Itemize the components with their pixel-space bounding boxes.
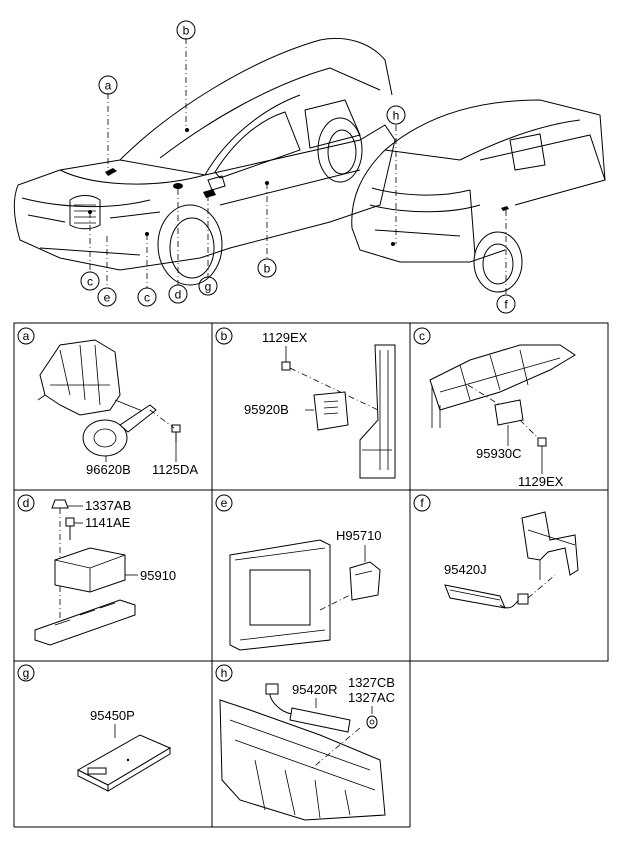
part-1141AE: 1141AE	[85, 515, 131, 530]
panel-b-letter: b	[221, 329, 228, 343]
callout-d-label: d	[175, 288, 182, 302]
callout-f-label: f	[504, 298, 508, 312]
callout-b-bottom: b	[257, 258, 277, 278]
part-95450P: 95450P	[90, 708, 135, 723]
panel-c-letter: c	[419, 329, 425, 343]
panel-e: e H95710	[215, 494, 382, 651]
hatchback-illustration	[351, 99, 606, 293]
panel-a: a 96620B 1125DA	[17, 327, 198, 477]
panel-b: b 1129EX 95920B	[215, 327, 396, 479]
callout-g-label: g	[205, 280, 212, 294]
callout-b-top: b	[176, 20, 196, 40]
panel-c: c 95930C 1129EX	[413, 327, 576, 489]
part-1125DA: 1125DA	[152, 462, 198, 477]
part-1129EX-c: 1129EX	[518, 474, 564, 489]
panel-a-letter: a	[23, 329, 30, 343]
panel-h: h 95420R 1327CB 1327AC	[215, 664, 395, 821]
panel-f: f 95420J	[413, 494, 579, 609]
callout-e: e	[97, 287, 117, 307]
callout-a-label: a	[105, 79, 112, 93]
part-95920B: 95920B	[244, 402, 289, 417]
callout-b-bottom-label: b	[264, 262, 271, 276]
part-1327AC: 1327AC	[348, 690, 395, 705]
callout-e-label: e	[104, 291, 111, 305]
callout-h: h	[386, 105, 406, 125]
panel-d: d 1337AB 1141AE 95910	[17, 494, 176, 646]
callout-c-right: c	[137, 287, 157, 307]
callout-d: d	[168, 284, 188, 304]
panel-h-letter: h	[221, 666, 228, 680]
panel-e-letter: e	[221, 496, 228, 510]
callout-c-left-label: c	[87, 275, 93, 289]
panel-f-letter: f	[420, 496, 424, 510]
detail-grid	[13, 322, 609, 828]
part-1327CB: 1327CB	[348, 675, 395, 690]
part-95910: 95910	[140, 568, 176, 583]
sedan-illustration	[13, 37, 396, 286]
callout-g: g	[198, 276, 218, 296]
callout-c-right-label: c	[144, 291, 150, 305]
hatchback-leaders	[395, 125, 507, 295]
part-1129EX-b: 1129EX	[262, 330, 308, 345]
part-95420J: 95420J	[444, 562, 487, 577]
callout-h-label: h	[393, 109, 400, 123]
callout-c-left: c	[80, 271, 100, 291]
part-96620B: 96620B	[86, 462, 131, 477]
part-95420R: 95420R	[292, 682, 338, 697]
callout-a: a	[98, 75, 118, 95]
callout-f: f	[496, 294, 516, 314]
panel-g-letter: g	[23, 666, 30, 680]
part-H95710: H95710	[336, 528, 382, 543]
callout-b-top-label: b	[183, 24, 190, 38]
panel-g: g 95450P	[17, 664, 172, 792]
part-1337AB: 1337AB	[85, 498, 131, 513]
panel-d-letter: d	[23, 496, 30, 510]
part-95930C: 95930C	[476, 446, 522, 461]
sedan-leaders	[89, 38, 268, 288]
